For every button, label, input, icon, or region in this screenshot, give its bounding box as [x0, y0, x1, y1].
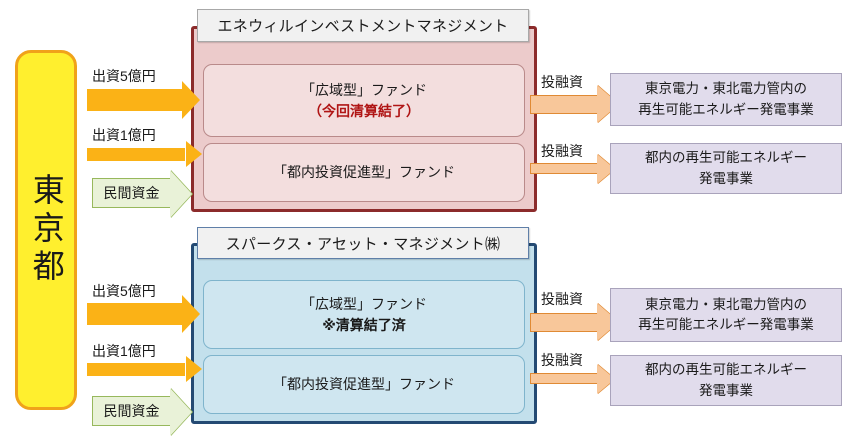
- loan-arrow-1: [530, 95, 598, 114]
- fund-name: 「広域型」ファンド: [301, 82, 427, 99]
- investment-arrow-5oku-top: [87, 81, 200, 119]
- private-funds-arrow-top: 民間資金: [92, 178, 170, 208]
- target-line-2: 発電事業: [699, 170, 753, 186]
- investment-arrow-5oku-bottom: [87, 295, 200, 333]
- target-box-wide-area-top: 東京電力・東北電力管内の 再生可能エネルギー発電事業: [610, 73, 842, 126]
- loan-arrow-3: [530, 313, 598, 332]
- fund-box-wide-area-sparx: 「広域型」ファンド ※清算結了済: [203, 280, 525, 349]
- investment-label-5oku-top: 出資5億円: [92, 68, 156, 84]
- source-entity-tokyo: 東京都: [15, 50, 77, 410]
- group-title-enewill: エネウィルインベストメントマネジメント: [197, 9, 529, 42]
- source-entity-label: 東京都: [28, 173, 65, 287]
- loan-label-1: 投融資: [541, 74, 583, 90]
- group-title-sparx: スパークス・アセット・マネジメント㈱: [197, 227, 529, 259]
- fund-status-note: （今回清算結了）: [308, 102, 420, 119]
- fund-name: 「都内投資促進型」ファンド: [273, 376, 455, 393]
- target-box-tokyo-top: 都内の再生可能エネルギー 発電事業: [610, 143, 842, 194]
- investment-arrow-1oku-top: [87, 141, 202, 167]
- private-funds-label: 民間資金: [103, 403, 160, 419]
- loan-label-4: 投融資: [541, 352, 583, 368]
- loan-arrow-2: [530, 163, 598, 174]
- fund-box-wide-area-enewill: 「広域型」ファンド （今回清算結了）: [203, 64, 525, 137]
- investment-arrow-1oku-bottom: [87, 356, 202, 382]
- fund-name: 「広域型」ファンド: [301, 296, 427, 313]
- target-line-1: 都内の再生可能エネルギー: [645, 150, 807, 166]
- target-line-2: 発電事業: [699, 382, 753, 398]
- fund-box-tokyo-promotion-enewill: 「都内投資促進型」ファンド: [203, 143, 525, 202]
- investment-label-5oku-bottom: 出資5億円: [92, 283, 156, 299]
- target-line-2: 再生可能エネルギー発電事業: [638, 101, 814, 117]
- loan-label-3: 投融資: [541, 291, 583, 307]
- investment-label-1oku-bottom: 出資1億円: [92, 343, 156, 359]
- loan-arrow-4: [530, 373, 598, 384]
- fund-name: 「都内投資促進型」ファンド: [273, 164, 455, 181]
- target-box-wide-area-bottom: 東京電力・東北電力管内の 再生可能エネルギー発電事業: [610, 288, 842, 342]
- loan-label-2: 投融資: [541, 143, 583, 159]
- private-funds-label: 民間資金: [103, 185, 160, 201]
- fund-status-note: ※清算結了済: [322, 316, 406, 333]
- target-line-2: 再生可能エネルギー発電事業: [638, 317, 814, 332]
- fund-box-tokyo-promotion-sparx: 「都内投資促進型」ファンド: [203, 355, 525, 414]
- private-funds-arrow-bottom: 民間資金: [92, 396, 170, 426]
- target-box-tokyo-bottom: 都内の再生可能エネルギー 発電事業: [610, 355, 842, 406]
- target-line-1: 東京電力・東北電力管内の: [645, 81, 807, 97]
- target-line-1: 東京電力・東北電力管内の: [645, 296, 807, 312]
- target-line-1: 都内の再生可能エネルギー: [645, 362, 807, 378]
- investment-label-1oku-top: 出資1億円: [92, 127, 156, 143]
